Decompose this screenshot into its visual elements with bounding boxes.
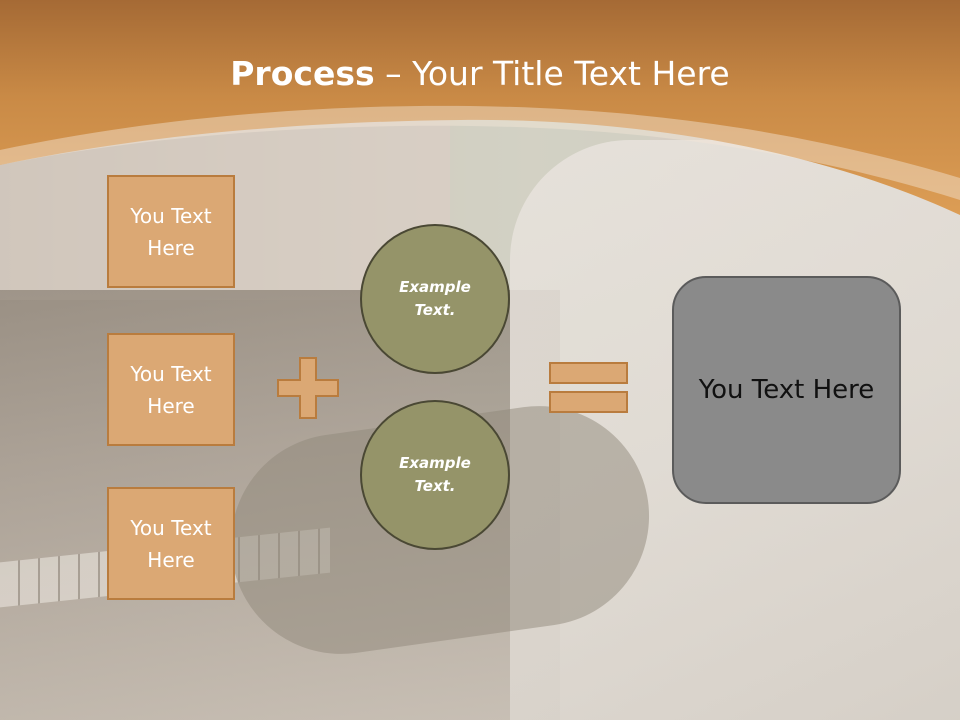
plus-icon xyxy=(277,357,339,419)
left-text-box-3: You Text Here xyxy=(107,487,235,600)
left-text-box-2: You Text Here xyxy=(107,333,235,446)
example-circle-1-label: Example Text. xyxy=(399,278,471,319)
header-band xyxy=(0,0,960,215)
slide-title: Process – Your Title Text Here xyxy=(0,54,960,93)
example-circle-1: Example Text. xyxy=(360,224,510,374)
equals-icon xyxy=(549,362,628,413)
left-text-box-1-label: You Text Here xyxy=(130,203,212,260)
result-box-label: You Text Here xyxy=(698,375,875,405)
title-bold: Process xyxy=(230,54,375,93)
example-circle-2: Example Text. xyxy=(360,400,510,550)
left-text-box-1: You Text Here xyxy=(107,175,235,288)
title-rest: – Your Title Text Here xyxy=(374,54,730,93)
result-box: You Text Here xyxy=(672,276,901,504)
example-circle-2-label: Example Text. xyxy=(399,454,471,495)
left-text-box-3-label: You Text Here xyxy=(130,515,212,572)
left-text-box-2-label: You Text Here xyxy=(130,361,212,418)
